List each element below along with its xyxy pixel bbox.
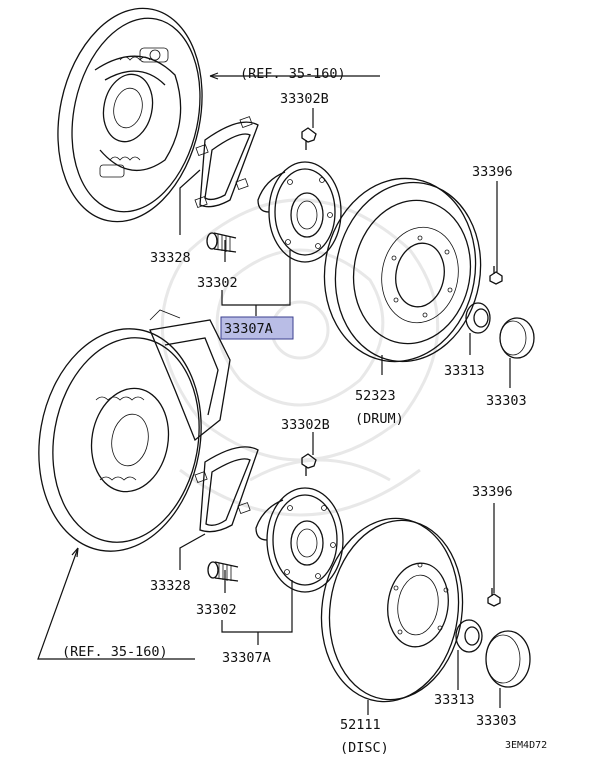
bolt-bottom <box>301 453 317 476</box>
hub-label-top[interactable]: 33307A <box>224 321 273 337</box>
ref-label-top[interactable]: (REF. 35-160) <box>240 66 346 82</box>
shield-label-bottom[interactable]: 33328 <box>150 578 191 594</box>
bolt-top <box>301 127 317 150</box>
backing-plate-disc <box>38 309 231 552</box>
backing-plate-drum <box>57 7 203 223</box>
stud-label-top[interactable]: 33302 <box>197 275 238 291</box>
leaders-top <box>179 72 511 388</box>
dust-shield-top <box>194 116 259 209</box>
hub-bottom <box>255 487 344 593</box>
brake-disc <box>320 517 464 703</box>
dust-shield-bottom <box>194 446 259 533</box>
shield-label-top[interactable]: 33328 <box>150 250 191 266</box>
cap-label-top[interactable]: 33303 <box>486 393 527 409</box>
disc-caption: (DISC) <box>340 740 389 756</box>
drum-part-number[interactable]: 52323 <box>355 388 396 404</box>
watermark-logo <box>160 198 440 517</box>
stud-label-bottom[interactable]: 33302 <box>196 602 237 618</box>
screw-top <box>489 266 503 285</box>
leaders-bottom <box>37 432 501 715</box>
stud-bottom <box>207 561 239 582</box>
hub-top <box>257 161 342 263</box>
stud-top <box>206 232 237 253</box>
screw-label-top[interactable]: 33396 <box>472 164 513 180</box>
nut-label-bottom[interactable]: 33313 <box>434 692 475 708</box>
nut-bottom <box>455 619 483 653</box>
nut-label-top[interactable]: 33313 <box>444 363 485 379</box>
bolt-label-top[interactable]: 33302B <box>280 91 329 107</box>
disc-part-number[interactable]: 52111 <box>340 717 381 733</box>
grease-cap-bottom <box>485 630 531 688</box>
screw-label-bottom[interactable]: 33396 <box>472 484 513 500</box>
ref-label-bottom[interactable]: (REF. 35-160) <box>62 644 168 660</box>
cap-label-bottom[interactable]: 33303 <box>476 713 517 729</box>
brake-drum <box>323 177 482 363</box>
drum-caption: (DRUM) <box>355 411 404 427</box>
nut-top <box>465 302 491 334</box>
figure-code: 3EM4D72 <box>505 740 547 751</box>
highlighted-part-box[interactable] <box>220 316 294 340</box>
bolt-label-bottom[interactable]: 33302B <box>281 417 330 433</box>
screw-bottom <box>487 588 501 607</box>
grease-cap-top <box>499 317 535 359</box>
hub-label-bottom[interactable]: 33307A <box>222 650 271 666</box>
